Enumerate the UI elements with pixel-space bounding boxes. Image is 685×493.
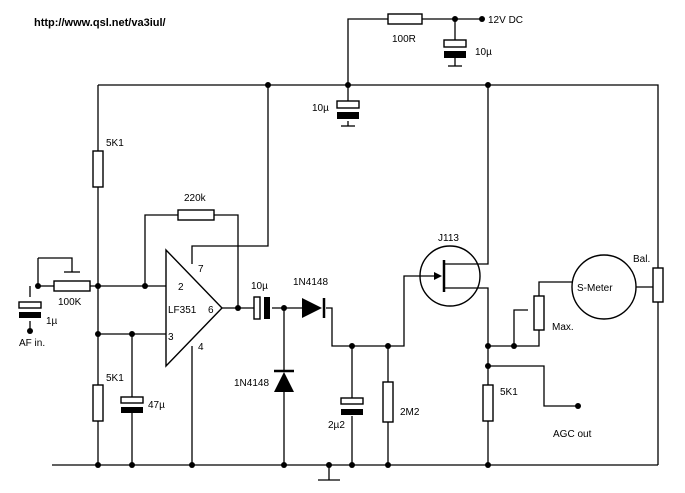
potentiometer-bal-label: Bal. xyxy=(633,254,650,265)
resistor-100r-label: 100R xyxy=(392,34,416,45)
junction-dot xyxy=(281,305,287,311)
capacitor-supply xyxy=(443,39,467,67)
resistor-5k1-top xyxy=(92,150,104,188)
junction-dot xyxy=(189,462,195,468)
potentiometer-100k xyxy=(53,280,91,292)
s-meter xyxy=(571,254,637,320)
diode-series-label: 1N4148 xyxy=(293,277,328,288)
opamp-pin6: 6 xyxy=(208,305,214,316)
junction-dot xyxy=(345,82,351,88)
diode-shunt xyxy=(274,369,294,392)
resistor-100r xyxy=(387,13,423,25)
s-meter-label: S-Meter xyxy=(577,283,613,294)
junction-dot xyxy=(95,462,101,468)
website-url: http://www.qsl.net/va3iul/ xyxy=(34,17,166,29)
jfet-label: J113 xyxy=(438,233,459,244)
junction-dot xyxy=(142,283,148,289)
diode-shunt-label: 1N4148 xyxy=(234,378,269,389)
junction-dot xyxy=(385,462,391,468)
capacitor-decouple xyxy=(336,100,360,127)
opamp-pin2: 2 xyxy=(178,282,184,293)
opamp-pin4: 4 xyxy=(198,342,204,353)
capacitor-47u-label: 47µ xyxy=(148,400,165,411)
resistor-5k1-top-label: 5K1 xyxy=(106,138,124,149)
resistor-5k1-bottom xyxy=(92,384,104,422)
resistor-5k1-bottom-label: 5K1 xyxy=(106,373,124,384)
junction-dot xyxy=(235,305,241,311)
junction-dot xyxy=(452,16,458,22)
junction-dot xyxy=(485,462,491,468)
resistor-220k xyxy=(177,209,215,221)
capacitor-47u xyxy=(120,396,144,413)
af-input-terminal xyxy=(27,328,33,334)
agc-out-terminal xyxy=(575,403,581,409)
opamp-label: LF351 xyxy=(168,305,197,316)
jfet-j113 xyxy=(414,85,489,385)
opamp-lf351 xyxy=(165,248,223,368)
junction-dot xyxy=(385,343,391,349)
resistor-220k-label: 220k xyxy=(184,193,207,204)
capacitor-input xyxy=(18,301,42,318)
junction-dot xyxy=(485,343,491,349)
agc-out-label: AGC out xyxy=(553,429,592,440)
opamp-pin7: 7 xyxy=(198,264,204,275)
resistor-2m2-label: 2M2 xyxy=(400,407,420,418)
capacitor-decouple-label: 10µ xyxy=(312,103,329,114)
potentiometer-100k-label: 100K xyxy=(58,297,82,308)
supply-terminal xyxy=(479,16,485,22)
capacitor-coupling xyxy=(253,296,270,320)
potentiometer-max xyxy=(533,295,545,331)
junction-dot xyxy=(349,343,355,349)
junction-dot xyxy=(349,462,355,468)
capacitor-input-label: 1µ xyxy=(46,316,58,327)
detector-wiring xyxy=(272,275,414,465)
opamp-pin3: 3 xyxy=(168,332,174,343)
resistor-5k1-source xyxy=(482,384,494,422)
capacitor-supply-label: 10µ xyxy=(475,47,492,58)
junction-dot xyxy=(485,363,491,369)
af-input-label: AF in. xyxy=(19,338,45,349)
diode-series xyxy=(302,298,326,318)
junction-dot xyxy=(281,462,287,468)
junction-dot xyxy=(95,331,101,337)
capacitor-2u2 xyxy=(340,397,364,415)
junction-dot xyxy=(326,462,332,468)
junction-dot xyxy=(95,283,101,289)
capacitor-2u2-label: 2µ2 xyxy=(328,420,345,431)
junction-dot xyxy=(511,343,517,349)
input-wiring xyxy=(29,257,166,331)
junction-dot xyxy=(129,331,135,337)
resistor-2m2 xyxy=(382,381,394,423)
opamp-feedback-wiring xyxy=(144,85,269,465)
resistor-5k1-source-label: 5K1 xyxy=(500,387,518,398)
capacitor-coupling-label: 10µ xyxy=(251,281,268,292)
supply-label: 12V DC xyxy=(488,15,523,26)
junction-dot xyxy=(129,462,135,468)
potentiometer-bal xyxy=(652,267,664,303)
junction-dot xyxy=(35,283,41,289)
potentiometer-max-label: Max. xyxy=(552,322,574,333)
